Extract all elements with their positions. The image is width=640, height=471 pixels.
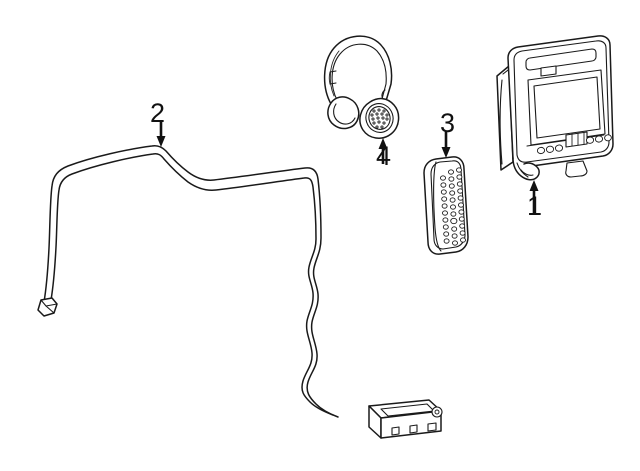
- headphone-band-adjuster-top: [329, 70, 337, 73]
- monitor-right-button-cluster[interactable]: [585, 134, 612, 144]
- callout-label-3: 3: [440, 108, 456, 138]
- monitor-side-inner-line: [499, 79, 503, 165]
- monitor-stalk-crease-2: [516, 162, 529, 178]
- monitor-center-slot-buttons[interactable]: [565, 131, 588, 148]
- callout-label-4: 4: [376, 141, 392, 171]
- callout-label-1: 1: [527, 191, 543, 221]
- callout-1-leader: [529, 180, 539, 215]
- callout-4-leader: [378, 138, 388, 164]
- harness-cable-lower-edge: [50, 153, 334, 416]
- harness-end-connector: [37, 297, 58, 317]
- part-monitor: [496, 35, 614, 181]
- part-headphones: [323, 35, 400, 139]
- monitor-left-button-cluster[interactable]: [536, 144, 564, 155]
- headphone-band-adjuster-edge: [328, 71, 331, 85]
- headphone-cup-joint: [381, 89, 386, 100]
- harness-plug-connector: [368, 399, 443, 439]
- harness-cable-upper-edge: [43, 145, 339, 418]
- headphone-band-crease: [329, 50, 340, 97]
- plug-tab-1: [391, 426, 400, 436]
- headphone-band-inner: [331, 43, 387, 101]
- headphone-speaker-grille: [370, 108, 389, 129]
- remote-side-face: [433, 161, 442, 252]
- monitor-latch-tab: [540, 65, 557, 77]
- plug-tab-3: [427, 422, 437, 432]
- headphone-left-cup-inner: [333, 103, 356, 125]
- part-wire-harness: [37, 145, 443, 439]
- monitor-mount-stalk: [512, 157, 540, 181]
- callout-2-leader: [156, 122, 166, 147]
- headphone-band-adjuster-bottom: [329, 82, 337, 85]
- harness-hex-connector-crease-2: [45, 303, 58, 307]
- remote-button-grid[interactable]: [440, 167, 466, 246]
- callout-label-2: 2: [150, 98, 166, 128]
- monitor-top-latch-recess: [525, 48, 597, 71]
- monitor-screen: [533, 76, 601, 139]
- monitor-foot: [565, 160, 588, 178]
- callout-3-leader: [441, 132, 451, 158]
- part-remote-control: [423, 156, 469, 255]
- plug-cable-boss-center: [434, 409, 440, 415]
- plug-tab-2: [409, 424, 418, 434]
- monitor-housing-bevel: [513, 40, 610, 163]
